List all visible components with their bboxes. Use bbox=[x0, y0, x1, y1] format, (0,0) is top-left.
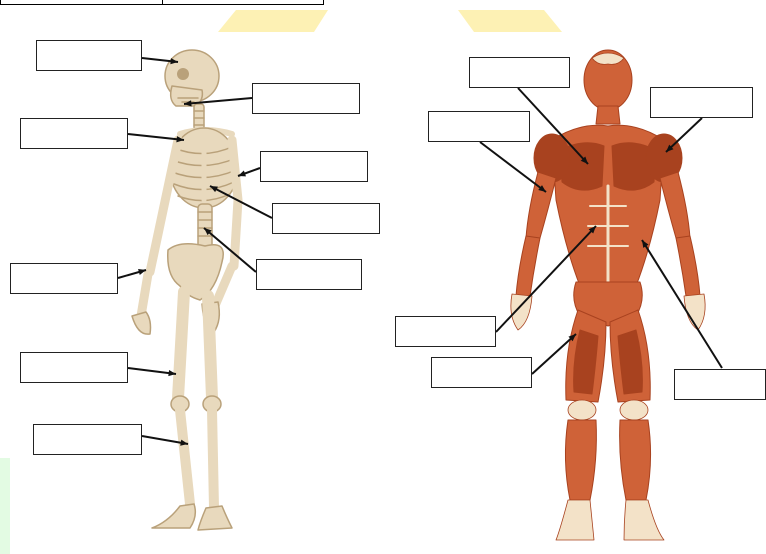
muscle-label-abdominals[interactable] bbox=[395, 316, 496, 347]
skeleton-label-ribs[interactable] bbox=[272, 203, 380, 234]
muscle-label-obliques[interactable] bbox=[674, 369, 766, 400]
right-arm-muscle bbox=[646, 134, 705, 330]
neck-vertebrae bbox=[194, 104, 204, 130]
skeleton-label-skull[interactable] bbox=[36, 40, 142, 71]
skeleton-label-neck[interactable] bbox=[252, 83, 360, 114]
spine bbox=[198, 204, 212, 248]
left-leg bbox=[152, 292, 195, 528]
left-arm bbox=[132, 140, 178, 334]
muscle-label-quadriceps[interactable] bbox=[431, 357, 532, 388]
left-arm-muscle bbox=[511, 134, 570, 330]
head bbox=[584, 50, 632, 124]
skeleton-label-humerus[interactable] bbox=[260, 151, 368, 182]
skeleton-label-spine[interactable] bbox=[256, 259, 362, 290]
right-leg-muscle bbox=[610, 310, 664, 540]
pointer-deltoid bbox=[666, 118, 702, 152]
skeleton-label-forearm[interactable] bbox=[10, 263, 118, 294]
muscle-label-deltoid[interactable] bbox=[650, 87, 753, 118]
skeleton-figure bbox=[132, 50, 238, 530]
right-leg bbox=[198, 296, 232, 530]
muscle-label-biceps[interactable] bbox=[428, 111, 530, 142]
pelvis bbox=[168, 244, 223, 300]
skeleton-label-tibia[interactable] bbox=[33, 424, 142, 455]
skeleton-label-femur[interactable] bbox=[20, 352, 128, 383]
skull bbox=[165, 50, 219, 106]
skeleton-label-scapula[interactable] bbox=[20, 118, 128, 149]
muscle-label-pectoral[interactable] bbox=[469, 57, 570, 88]
